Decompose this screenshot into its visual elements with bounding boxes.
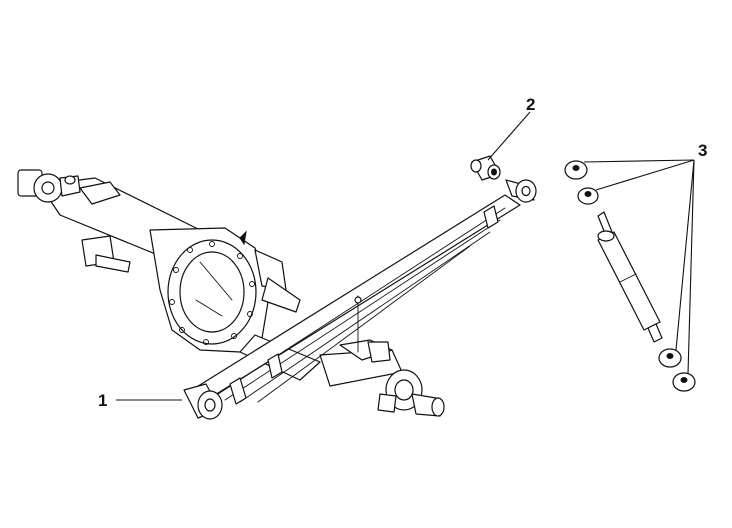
callout-label-1: 1 <box>98 391 107 410</box>
callout-label-3: 3 <box>698 141 707 160</box>
leader-line-3d <box>687 159 695 375</box>
leader-line-3a <box>583 159 695 163</box>
rubber-bush-4 <box>672 372 696 392</box>
axle-left-pin <box>95 254 131 273</box>
leaf-spring-leaf-4 <box>239 231 491 403</box>
front-eye-bushing <box>183 383 223 420</box>
axle-right-inner-tube <box>239 334 321 381</box>
leader-lines <box>116 111 695 401</box>
axle-right-u-bolt-plate <box>367 341 391 363</box>
axle-left-spring-seat <box>79 181 121 205</box>
rubber-bush-1 <box>564 160 588 180</box>
differential-snout <box>261 277 301 313</box>
leader-line-3c <box>675 159 695 351</box>
rear-eye-bushing <box>505 179 537 203</box>
rubber-bush-2 <box>577 187 599 205</box>
leader-line-3b <box>595 159 695 191</box>
shackle-bushing-end <box>470 159 482 173</box>
differential-cover-opening <box>179 251 245 333</box>
axle-left-flange-hole <box>41 181 55 195</box>
leader-line-2 <box>487 111 531 161</box>
leaf-spring-clip-front <box>229 377 247 405</box>
rubber-bush-3 <box>658 348 682 368</box>
axle-right-flange-center <box>394 379 414 401</box>
callout-label-2: 2 <box>526 95 535 114</box>
rear-eye-bushing-bore <box>521 185 531 197</box>
shackle-bushing-bore <box>491 168 497 176</box>
axle-housing <box>17 169 445 417</box>
shock-absorber-top-cap <box>597 230 615 242</box>
shock-absorber <box>597 211 663 343</box>
shackle-bushing <box>470 155 501 181</box>
leaf-spring-center-bolt-head <box>354 296 362 304</box>
rubber-bushes <box>564 160 696 392</box>
differential-bolt-holes <box>169 241 255 345</box>
axle-right-lower-plate <box>377 393 397 413</box>
leaf-spring-leaf-5 <box>257 245 471 403</box>
front-eye-bushing-bore <box>204 398 216 412</box>
breather-valve <box>239 230 247 246</box>
leaf-spring-clip-mid <box>267 353 283 379</box>
axle-left-bolt <box>64 175 76 185</box>
leaf-spring-clip-rear <box>483 205 499 229</box>
shock-absorber-seam <box>619 273 637 283</box>
shock-absorber-body <box>597 231 661 331</box>
differential-internal-lines <box>195 261 233 317</box>
shock-absorber-lower-stud <box>647 323 663 343</box>
axle-right-shaft-end <box>431 397 445 417</box>
